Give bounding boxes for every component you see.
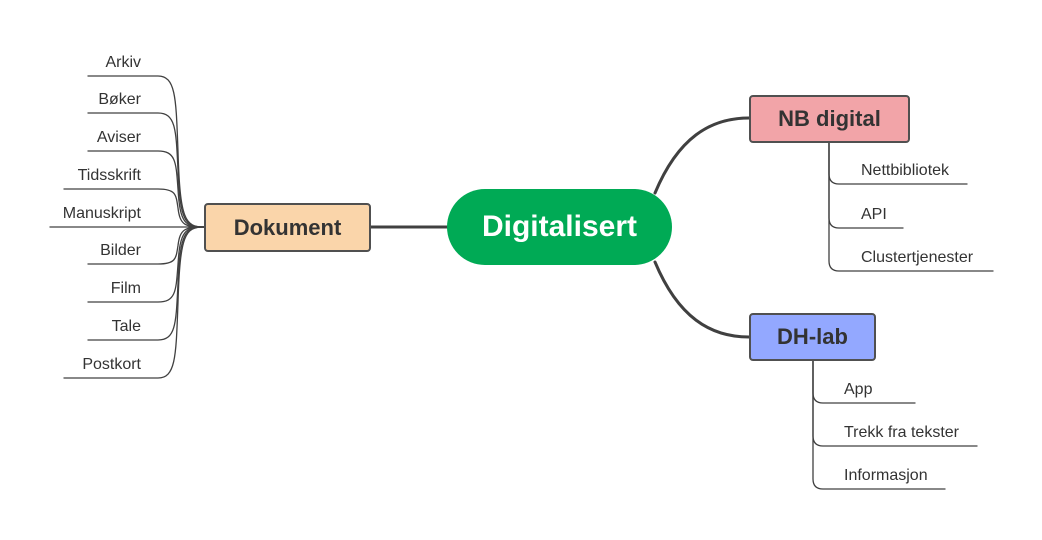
connector-leaf-dokument [87, 150, 205, 228]
connector-leaf-dh-lab [812, 360, 946, 490]
leaf-node-clustertjenester[interactable]: Clustertjenester [861, 249, 974, 266]
connector-leaf-dokument [87, 226, 205, 341]
connector-root-dh-lab [653, 260, 751, 339]
leaf-node-bilder[interactable]: Bilder [100, 242, 141, 259]
leaf-node-tale[interactable]: Tale [111, 318, 141, 335]
leaf-node-informasjon[interactable]: Informasjon [844, 467, 928, 484]
leaf-node-tidsskrift[interactable]: Tidsskrift [77, 167, 141, 184]
connector-leaf-dokument [87, 75, 205, 228]
branch-node-label: NB digital [778, 106, 881, 131]
leaf-node-api[interactable]: API [861, 206, 887, 223]
branch-node-dokument[interactable]: Dokument [204, 203, 371, 252]
leaf-node-app[interactable]: App [844, 381, 873, 398]
root-node-label: Digitalisert [481, 210, 638, 243]
branch-node-label: Dokument [233, 214, 342, 240]
leaf-node-aviser[interactable]: Aviser [96, 129, 141, 146]
connector-leaf-dokument [63, 188, 205, 228]
leaf-node-manuskript[interactable]: Manuskript [62, 205, 141, 222]
branch-node-label: DH-lab [777, 324, 848, 349]
leaf-node-nettbibliotek[interactable]: Nettbibliotek [861, 162, 950, 179]
leaf-node-film[interactable]: Film [110, 280, 141, 297]
leaf-node-trekk-fra-tekster[interactable]: Trekk fra tekster [844, 424, 959, 441]
branch-node-nb-digital[interactable]: NB digital [749, 95, 910, 143]
leaf-node-postkort[interactable]: Postkort [82, 356, 141, 373]
leaf-node-boker[interactable]: Bøker [98, 91, 141, 108]
connector-root-nb-digital [653, 116, 751, 195]
root-node-digitalisert[interactable]: Digitalisert [447, 189, 672, 265]
branch-node-dh-lab[interactable]: DH-lab [749, 313, 876, 361]
leaf-node-arkiv[interactable]: Arkiv [105, 54, 141, 71]
connector-leaf-dokument [87, 112, 205, 228]
connector-leaf-dokument [87, 226, 205, 265]
connector-leaf-nb-digital [828, 142, 994, 272]
connector-leaf-dokument [63, 226, 205, 379]
